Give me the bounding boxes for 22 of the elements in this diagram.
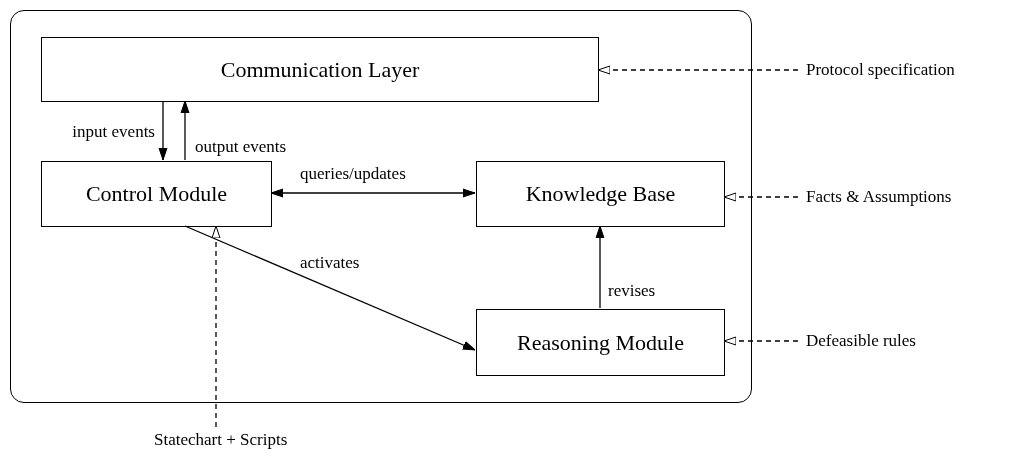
annotation-text: Statechart + Scripts bbox=[154, 430, 288, 450]
system-boundary bbox=[10, 10, 752, 403]
dashed-arrow bbox=[597, 65, 799, 75]
arrow bbox=[158, 100, 168, 161]
module-box bbox=[41, 37, 599, 102]
module-box bbox=[41, 161, 272, 227]
module-box bbox=[476, 309, 725, 376]
dashed-arrow bbox=[211, 225, 221, 428]
module-label: Control Module bbox=[85, 181, 228, 207]
arrow bbox=[595, 225, 605, 309]
annotation-text: Defeasible rules bbox=[806, 331, 916, 351]
module-label: Communication Layer bbox=[220, 56, 420, 83]
module-label: Reasoning Module bbox=[517, 329, 684, 356]
annotation-text: Facts & Assumptions bbox=[806, 187, 952, 207]
dashed-arrow bbox=[723, 336, 799, 346]
dashed-arrow bbox=[723, 192, 799, 202]
module-label: Knowledge Base bbox=[525, 181, 676, 207]
arrow bbox=[180, 100, 190, 161]
edge-label: queries/updates bbox=[298, 164, 408, 184]
module-box bbox=[476, 161, 725, 227]
annotation-text: Protocol specification bbox=[806, 60, 955, 80]
arrow bbox=[270, 188, 476, 198]
